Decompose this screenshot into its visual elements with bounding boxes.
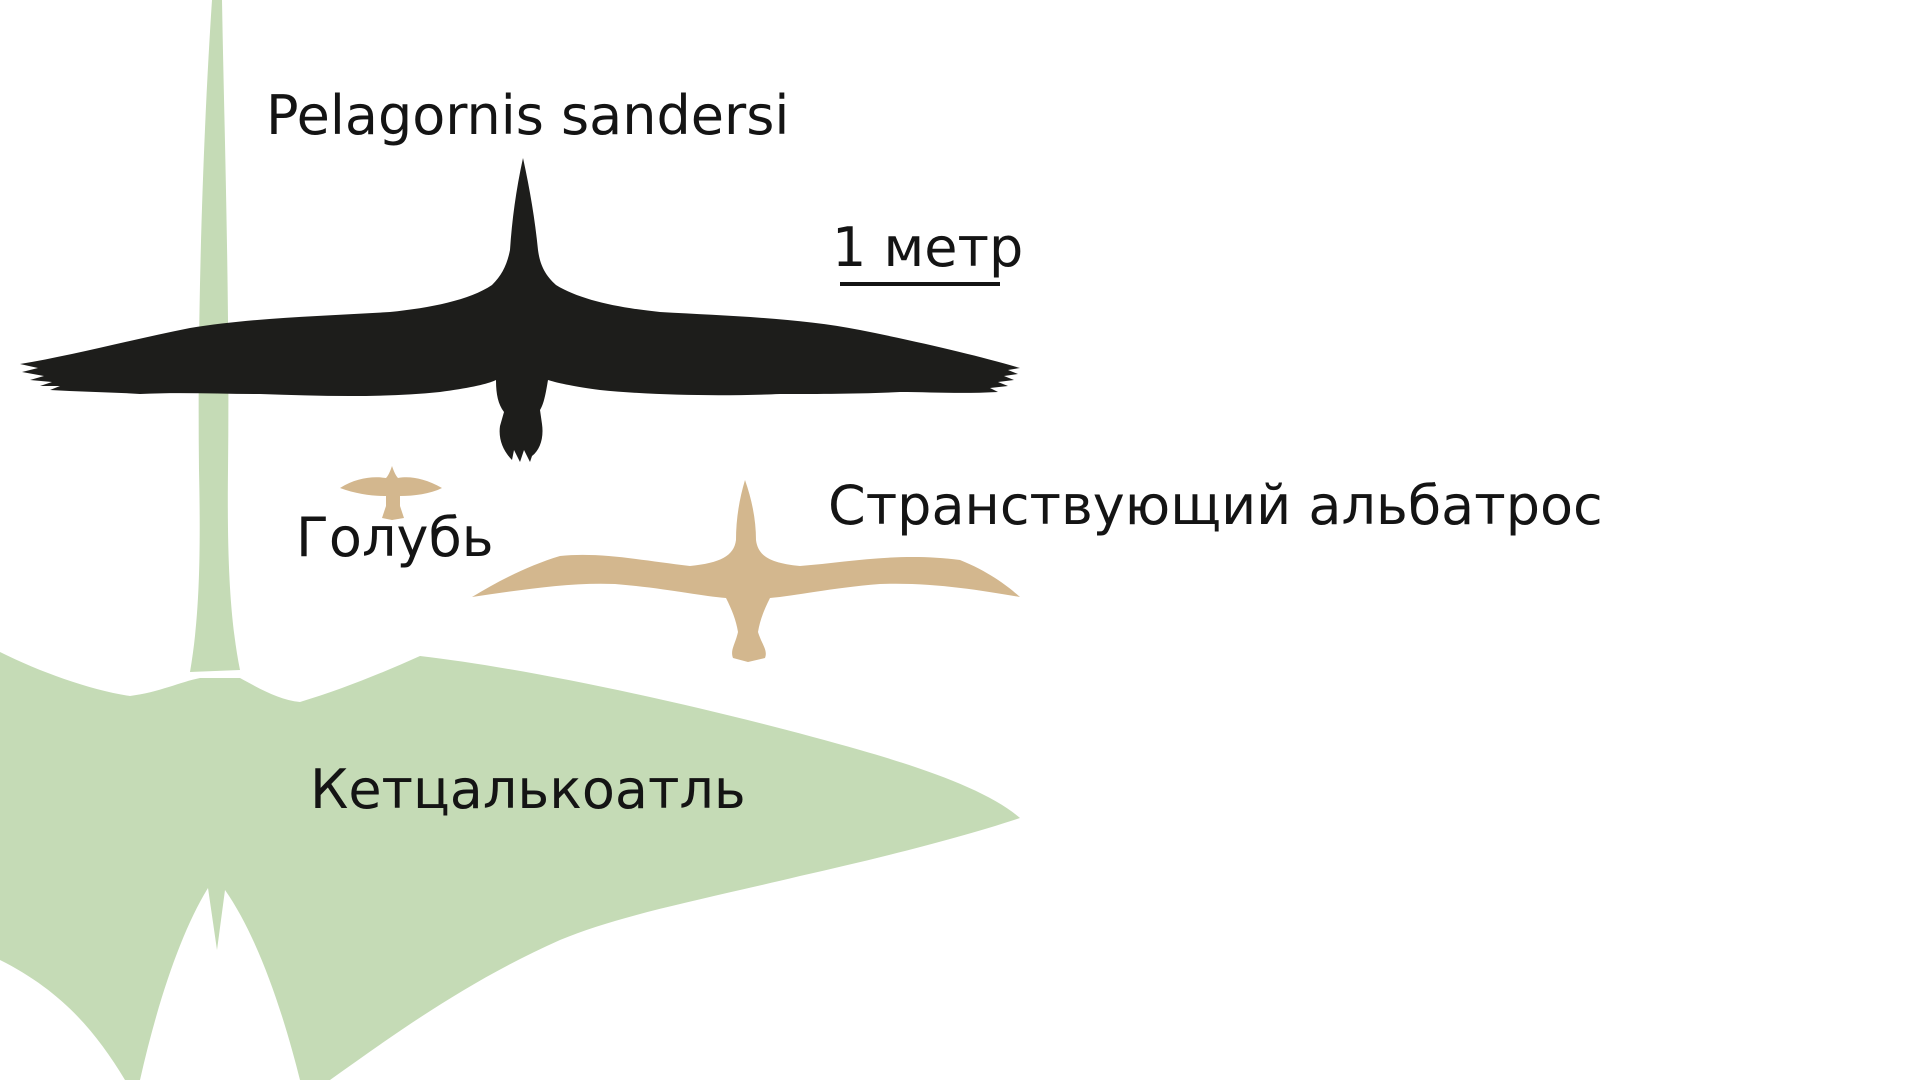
pelagornis-silhouette <box>20 158 1020 462</box>
label-pelagornis: Pelagornis sandersi <box>266 84 789 147</box>
label-pigeon: Голубь <box>296 506 494 569</box>
albatross-silhouette <box>472 480 1020 662</box>
pigeon-silhouette <box>340 466 442 520</box>
label-quetzalcoatlus: Кетцалькоатль <box>310 758 746 821</box>
label-scale-bar: 1 метр <box>832 216 1023 279</box>
label-albatross: Странствующий альбатрос <box>828 474 1603 537</box>
